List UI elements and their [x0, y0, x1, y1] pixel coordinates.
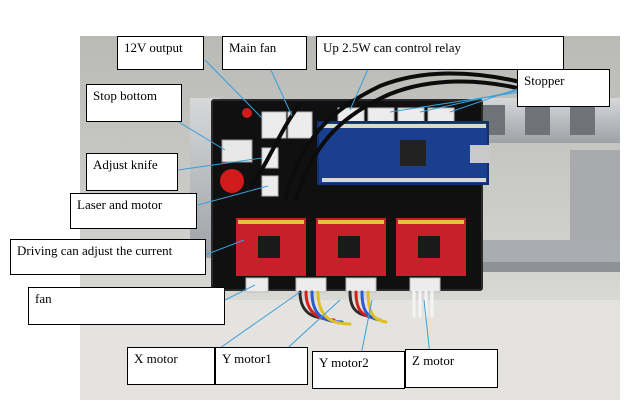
label-relay: Up 2.5W can control relay — [316, 36, 564, 70]
stop-bottom-switch — [221, 139, 253, 163]
aluminium-rail-lower — [420, 262, 620, 272]
aluminium-rail-horizontal — [440, 240, 620, 262]
arduino-nano-board — [317, 121, 490, 185]
red-button — [220, 169, 244, 193]
label-adjust-knife: Adjust knife — [86, 153, 178, 191]
label-y-motor1: Y motor1 — [215, 347, 308, 385]
bottom-connectors — [245, 277, 441, 293]
label-12v-output: 12V output — [117, 36, 204, 70]
black-cables — [248, 71, 526, 203]
label-stopper: Stopper — [517, 69, 610, 107]
red-led — [242, 108, 252, 118]
label-y-motor2: Y motor2 — [312, 351, 405, 389]
label-stop-bottom: Stop bottom — [86, 84, 182, 122]
label-x-motor: X motor — [127, 347, 215, 385]
label-z-motor: Z motor — [405, 349, 498, 388]
label-main-fan: Main fan — [222, 36, 307, 70]
motor-wires — [298, 290, 434, 326]
label-driving-current: Driving can adjust the current — [10, 239, 206, 275]
label-fan: fan — [28, 287, 225, 325]
aluminium-extrusion-right — [470, 98, 620, 143]
label-laser-and-motor: Laser and motor — [70, 193, 197, 229]
side-plate — [570, 150, 620, 240]
stepper-drivers — [236, 218, 466, 276]
